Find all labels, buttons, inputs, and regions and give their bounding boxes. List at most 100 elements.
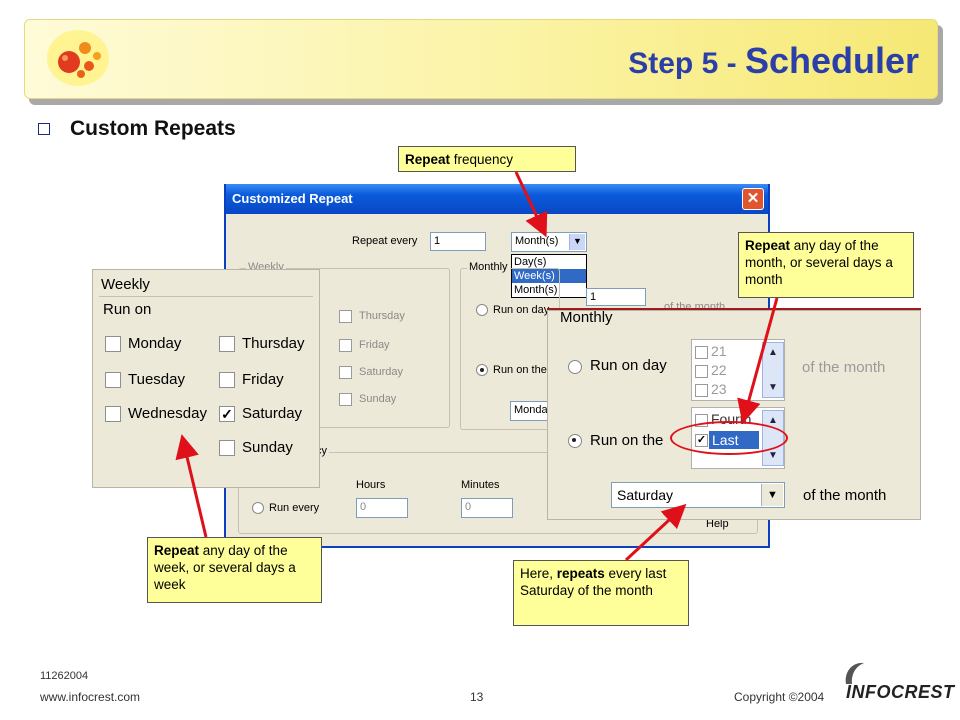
day-spin-input[interactable]: 1	[586, 288, 646, 306]
of-the-month-label: of the month	[803, 487, 887, 504]
chevron-up-icon[interactable]: ▲	[768, 347, 778, 358]
title-step: Step 5 -	[628, 47, 745, 80]
callout-text: every last Saturday of the month	[520, 566, 667, 598]
callout-bold: Repeat	[405, 152, 451, 167]
callout-text: Here,	[520, 566, 557, 581]
thursday-checkbox[interactable]	[339, 310, 352, 323]
dialog-titlebar: Customized Repeat	[226, 184, 768, 214]
run-every-label: Run every	[269, 502, 320, 514]
chevron-down-icon[interactable]: ▼	[569, 234, 585, 250]
callout-text: any day of the month, or several days a …	[745, 238, 893, 287]
highlight-ellipse	[670, 421, 788, 455]
dropdown-option[interactable]: Month(s)	[514, 284, 558, 296]
monthly-group-title: Monthly	[467, 261, 510, 273]
repeat-every-input[interactable]: 1	[430, 232, 486, 251]
dropdown-option[interactable]: Day(s)	[514, 256, 547, 268]
infocrest-logo: INFOCREST	[846, 682, 955, 702]
repeat-unit-value: Month(s)	[515, 235, 559, 247]
day-item: 23	[711, 381, 727, 397]
day-checkbox[interactable]	[695, 384, 708, 397]
thursday-checkbox[interactable]	[219, 336, 235, 352]
dialog-title: Customized Repeat	[232, 191, 353, 206]
chevron-up-icon[interactable]: ▲	[768, 415, 778, 426]
bullet-heading: Custom Repeats	[70, 117, 236, 140]
run-on-the-label: Run on the	[493, 364, 547, 376]
run-on-day-radio[interactable]	[568, 360, 582, 374]
day-item: 21	[711, 343, 727, 359]
wednesday-checkbox[interactable]	[105, 406, 121, 422]
run-on-the-label: Run on the	[590, 432, 664, 449]
run-on-day-radio[interactable]	[476, 304, 488, 316]
friday-checkbox[interactable]	[219, 372, 235, 388]
weekday-select-value: Saturday	[617, 487, 674, 503]
weekday-select[interactable]: Saturday ▼	[611, 482, 785, 508]
day-checkbox[interactable]	[695, 365, 708, 378]
weekly-zoom-divider	[99, 296, 313, 297]
dropdown-option-selected[interactable]: Week(s)	[512, 269, 586, 283]
repeat-unit-select[interactable]: Month(s) ▼	[511, 232, 587, 252]
slide-title: Step 5 - Scheduler	[628, 40, 919, 82]
monthly-zoom-panel: Monthly Run on day 21 22 23 ▲ ▼ of the m…	[547, 309, 921, 520]
callout-bold: repeats	[556, 566, 605, 581]
repeat-every-label: Repeat every	[352, 235, 418, 247]
weekday-label: Wednesday	[128, 405, 207, 422]
minutes-label: Minutes	[461, 479, 500, 491]
hours-label: Hours	[356, 479, 386, 491]
molecule-logo-icon	[47, 30, 109, 86]
chevron-down-icon[interactable]: ▼	[761, 484, 783, 506]
of-the-month-label: of the month	[802, 359, 886, 376]
day-checkbox[interactable]	[695, 346, 708, 359]
header-bar: Step 5 - Scheduler	[24, 19, 938, 99]
day-list[interactable]: 21 22 23 ▲ ▼	[691, 339, 785, 401]
weekday-select[interactable]: Monda	[510, 401, 550, 421]
saturday-checkbox[interactable]: ✓	[219, 406, 235, 422]
saturday-checkbox[interactable]	[339, 366, 352, 379]
weekday-label: Tuesday	[128, 371, 185, 388]
friday-checkbox[interactable]	[339, 339, 352, 352]
page-number: 13	[470, 690, 484, 704]
sunday-checkbox[interactable]	[339, 393, 352, 406]
callout-bold: Repeat	[745, 238, 791, 253]
tuesday-checkbox[interactable]	[105, 372, 121, 388]
run-on-the-radio[interactable]	[476, 364, 488, 376]
monthly-zoom-title: Monthly	[560, 309, 613, 326]
callout-repeat-monthly: Repeat any day of the month, or several …	[738, 232, 914, 298]
weekly-zoom-panel: Weekly Run on Monday Tuesday Wednesday T…	[92, 269, 320, 488]
weekday-label: Friday	[242, 371, 284, 388]
weekly-zoom-title: Weekly	[101, 276, 150, 293]
day-item: 22	[711, 362, 727, 378]
weekday-label: Saturday	[359, 366, 404, 378]
close-icon[interactable]: ✕	[742, 188, 764, 210]
callout-text: frequency	[450, 152, 514, 167]
hours-input[interactable]: 0	[356, 498, 408, 518]
callout-repeat-frequency: Repeat frequency	[398, 146, 576, 172]
sunday-checkbox[interactable]	[219, 440, 235, 456]
repeat-unit-dropdown[interactable]: Day(s) Week(s) Month(s)	[511, 254, 587, 298]
run-on-label: Run on	[103, 301, 152, 318]
run-every-radio[interactable]	[252, 502, 264, 514]
title-main: Scheduler	[744, 40, 919, 81]
help-button[interactable]: Help	[706, 518, 729, 530]
day-spin-value: 1	[590, 291, 597, 303]
weekday-label: Monday	[128, 335, 182, 352]
weekday-label: Friday	[359, 339, 390, 351]
infocrest-swoosh-icon	[845, 662, 864, 684]
run-on-day-label: Run on day	[493, 304, 550, 316]
callout-bold: Repeat	[154, 543, 200, 558]
chevron-down-icon[interactable]: ▼	[768, 382, 778, 393]
footer-url[interactable]: www.infocrest.com	[40, 690, 141, 704]
weekday-label: Sunday	[359, 393, 397, 405]
footer-copyright: Copyright ©2004	[734, 690, 825, 704]
monday-checkbox[interactable]	[105, 336, 121, 352]
run-on-day-label: Run on day	[590, 357, 667, 374]
weekday-label: Sunday	[242, 439, 293, 456]
minutes-input[interactable]: 0	[461, 498, 513, 518]
run-on-the-radio[interactable]	[568, 434, 582, 448]
callout-text: any day of the week, or several days a w…	[154, 543, 296, 592]
weekday-label: Thursday	[359, 310, 405, 322]
callout-repeat-weekly: Repeat any day of the week, or several d…	[147, 537, 322, 603]
weekday-label: Thursday	[242, 335, 305, 352]
chevron-down-icon[interactable]: ▼	[768, 450, 778, 461]
checkmark-icon: ✓	[221, 406, 233, 422]
day-list-scrollbar[interactable]: ▲ ▼	[762, 342, 784, 398]
